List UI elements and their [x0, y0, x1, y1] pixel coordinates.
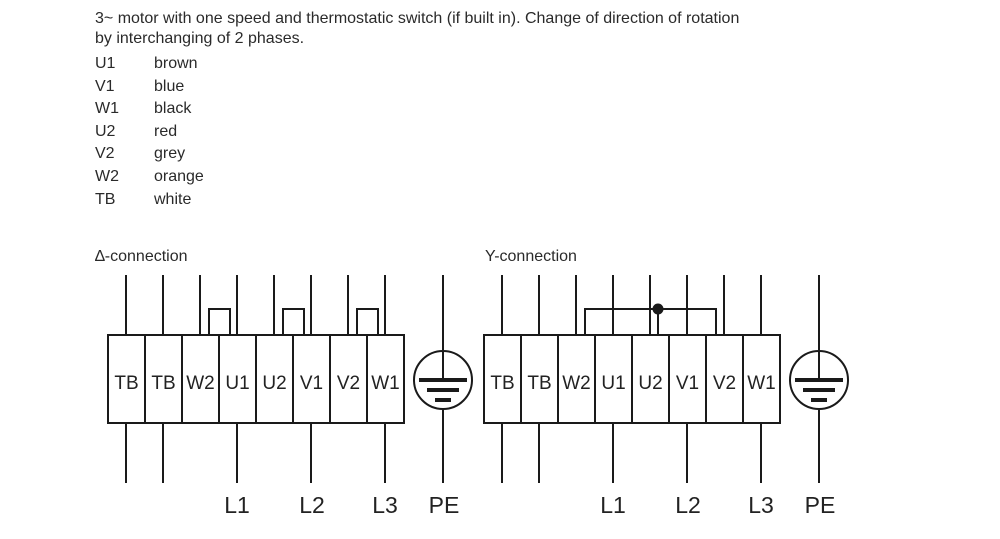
delta-title: ∆-connection [95, 248, 188, 265]
delta-terminal-label: U1 [225, 373, 249, 394]
terminal-code: U1 [95, 55, 116, 72]
star-terminal-label: W1 [747, 373, 776, 394]
color-code-row: V1 blue [95, 77, 204, 100]
color-code-row: U2 red [95, 122, 204, 145]
delta-bridge-u2-v1 [282, 308, 305, 335]
color-code-row: TB white [95, 190, 204, 213]
wire-color: orange [154, 167, 204, 185]
delta-diagram [107, 275, 473, 483]
delta-earth-label: PE [429, 492, 460, 518]
terminal-code: V1 [95, 77, 115, 95]
wire-color: white [154, 190, 192, 208]
color-code-row: V2 grey [95, 144, 204, 167]
delta-bridge-v2-w1 [356, 308, 379, 335]
star-terminal-label: TB [527, 373, 551, 394]
wire-color: blue [154, 77, 185, 95]
star-line-label-l1: L1 [600, 492, 626, 518]
star-line-label-l2: L2 [675, 492, 701, 518]
color-code-row: W2 orange [95, 167, 204, 190]
wire-color: brown [154, 55, 198, 72]
delta-terminal-label: TB [114, 373, 138, 394]
star-terminal-label: V1 [676, 373, 699, 394]
star-earth-label: PE [805, 492, 836, 518]
star-terminal-label: W2 [562, 373, 591, 394]
delta-terminal-label: V1 [300, 373, 323, 394]
terminal-code: U2 [95, 122, 116, 140]
description-text: 3~ motor with one speed and thermostatic… [95, 10, 740, 47]
terminal-code: TB [95, 190, 116, 208]
delta-line-label-l1: L1 [224, 492, 250, 518]
delta-terminal-label: TB [151, 373, 175, 394]
star-point-bridge [584, 303, 717, 335]
terminal-code: V2 [95, 145, 115, 163]
delta-earth-icon [413, 350, 473, 410]
terminal-code: W1 [95, 100, 119, 118]
star-earth-icon [789, 350, 849, 410]
terminal-code: W2 [95, 167, 119, 185]
delta-line-label-l3: L3 [372, 492, 398, 518]
color-code-row: W1 black [95, 99, 204, 122]
color-code-row: U1 brown [95, 54, 204, 77]
star-terminal-label: U2 [638, 373, 662, 394]
wire-color: black [154, 100, 192, 118]
star-terminal-label: V2 [713, 373, 736, 394]
delta-line-label-l2: L2 [299, 492, 325, 518]
star-title: Y-connection [485, 248, 577, 265]
star-terminal-label: U1 [601, 373, 625, 394]
star-diagram [483, 275, 849, 483]
delta-terminal-label: W1 [371, 373, 400, 394]
star-terminal-label: TB [490, 373, 514, 394]
wire-color: red [154, 122, 178, 140]
star-line-label-l3: L3 [748, 492, 774, 518]
delta-terminal-label: U2 [262, 373, 286, 394]
delta-terminal-label: V2 [337, 373, 360, 394]
star-point-junction [652, 303, 664, 315]
delta-bridge-w2-u1 [208, 308, 231, 335]
color-code-list: U1 brown V1 blue W1 black U2 red V2 grey W2 or… [95, 54, 204, 212]
wire-color: grey [154, 145, 186, 163]
delta-terminal-label: W2 [186, 373, 215, 394]
